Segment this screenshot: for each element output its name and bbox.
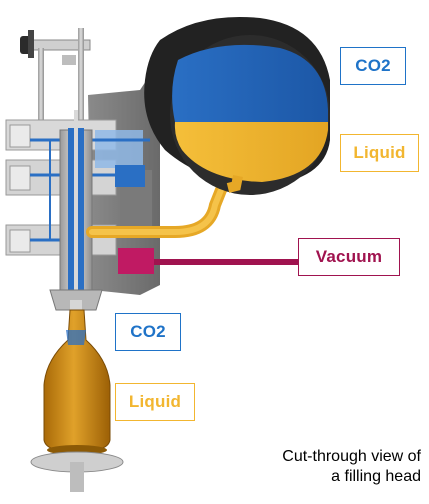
base-platform — [30, 451, 124, 492]
label-liquid-bottom: Liquid — [115, 383, 195, 421]
label-co2-bottom: CO2 — [115, 313, 181, 351]
label-vacuum: Vacuum — [298, 238, 400, 276]
caption-line-2: a filling head — [331, 468, 421, 485]
diagram-caption: Cut-through view of a filling head — [221, 447, 421, 487]
label-co2-top: CO2 — [340, 47, 406, 85]
filling-tube — [49, 110, 298, 330]
ring-bowl-tank — [144, 16, 330, 195]
caption-line-1: Cut-through view of — [282, 448, 421, 465]
label-liquid-top: Liquid — [340, 134, 419, 172]
bottle — [43, 309, 111, 455]
top-handle — [20, 28, 91, 123]
